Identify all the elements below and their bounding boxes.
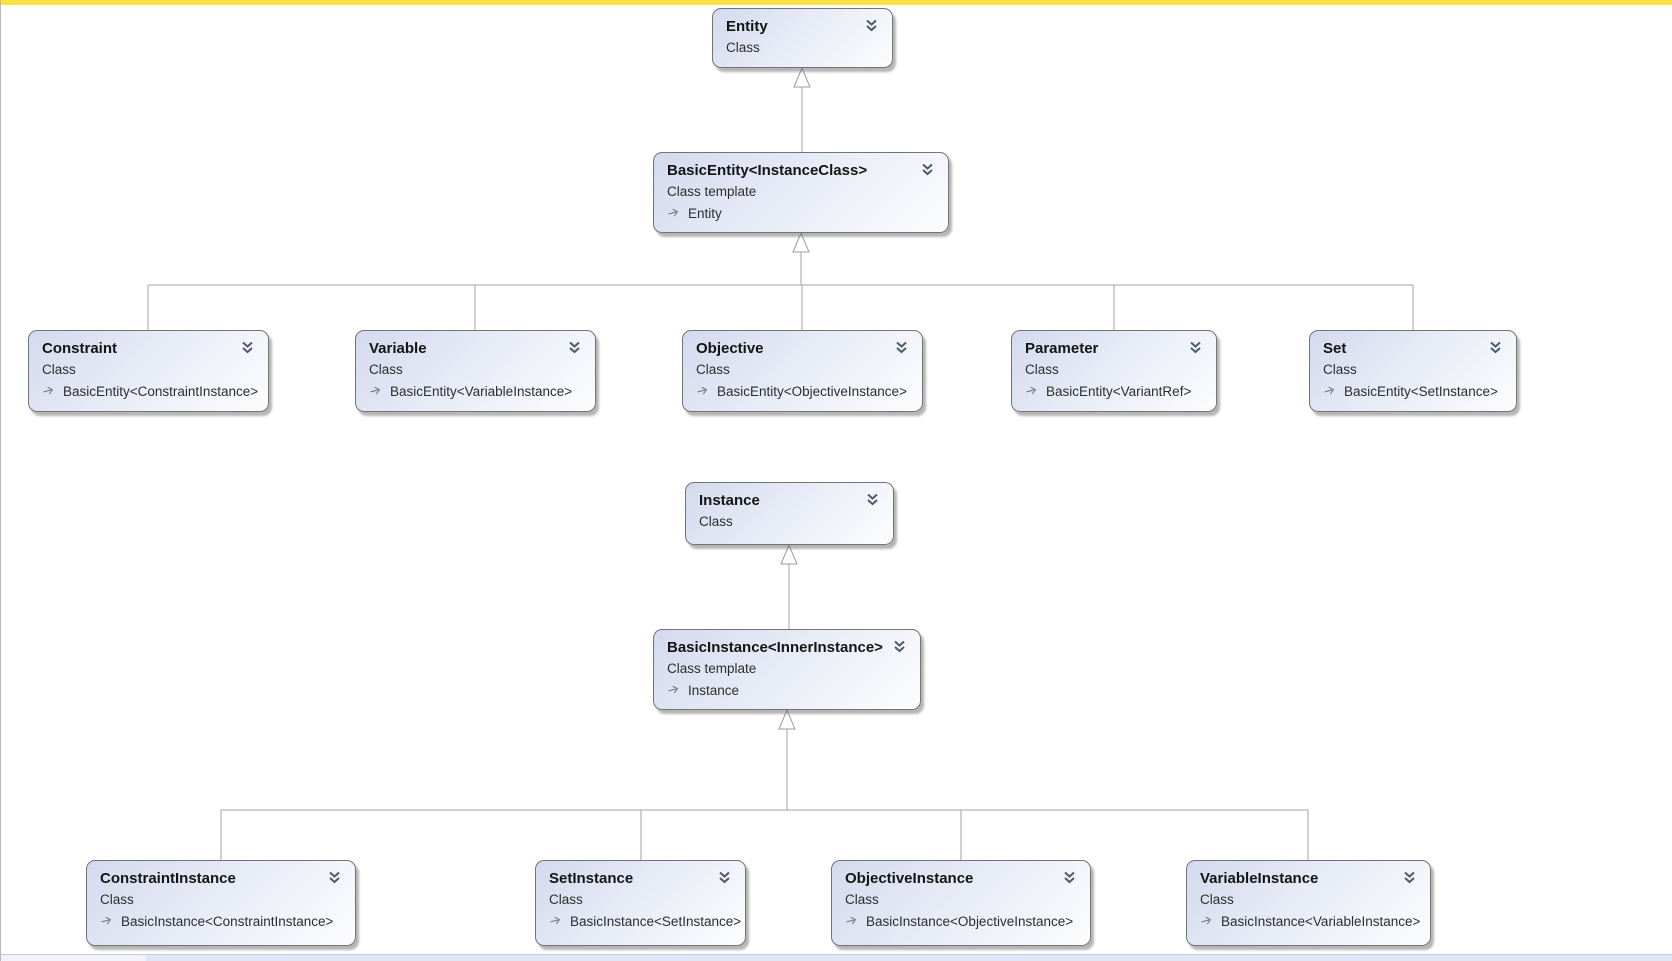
- inheritance-arrow-icon: [100, 913, 114, 931]
- base-class-row: Instance: [667, 681, 908, 700]
- collapse-chevron-icon[interactable]: [1488, 341, 1503, 359]
- class-node-basicinstance-template[interactable]: BasicInstance<InnerInstance> Class templ…: [653, 629, 921, 710]
- class-kind: Class: [369, 362, 403, 377]
- base-class-row: BasicInstance<SetInstance>: [549, 912, 741, 931]
- class-name: Parameter: [1025, 340, 1099, 357]
- collapse-chevron-icon[interactable]: [920, 163, 935, 181]
- class-kind: Class: [42, 362, 76, 377]
- class-name: SetInstance: [549, 870, 634, 887]
- base-class-row: BasicEntity<ConstraintInstance>: [42, 382, 259, 401]
- class-name: Instance: [699, 492, 760, 509]
- class-kind: Class: [1200, 892, 1234, 907]
- base-class-name: BasicEntity<VariableInstance>: [390, 383, 573, 399]
- class-kind: Class template: [667, 184, 757, 199]
- inheritance-arrow-icon: [549, 913, 563, 931]
- collapse-chevron-icon[interactable]: [240, 341, 255, 359]
- class-name: Set: [1323, 340, 1347, 357]
- base-class-row: BasicEntity<VariableInstance>: [369, 382, 583, 401]
- class-kind: Class template: [667, 661, 757, 676]
- base-class-name: BasicEntity<SetInstance>: [1344, 383, 1498, 399]
- class-node-entity[interactable]: Entity Class: [712, 8, 893, 68]
- class-node-variableinstance[interactable]: VariableInstance Class BasicInstance<Var…: [1186, 860, 1431, 946]
- class-name: BasicEntity<InstanceClass>: [667, 162, 868, 179]
- base-class-name: BasicInstance<ConstraintInstance>: [121, 913, 334, 929]
- class-kind: Class: [1323, 362, 1357, 377]
- collapse-chevron-icon[interactable]: [717, 871, 732, 889]
- collapse-chevron-icon[interactable]: [864, 19, 879, 37]
- collapse-chevron-icon[interactable]: [327, 871, 342, 889]
- class-name: BasicInstance<InnerInstance>: [667, 639, 883, 656]
- inheritance-arrow-icon: [1200, 913, 1214, 931]
- horizontal-scrollbar[interactable]: [1, 954, 1672, 961]
- class-kind: Class: [1025, 362, 1059, 377]
- class-node-parameter[interactable]: Parameter Class BasicEntity<VariantRef>: [1011, 330, 1217, 412]
- collapse-chevron-icon[interactable]: [1062, 871, 1077, 889]
- class-node-objective[interactable]: Objective Class BasicEntity<ObjectiveIns…: [682, 330, 923, 412]
- collapse-chevron-icon[interactable]: [894, 341, 909, 359]
- class-name: Objective: [696, 340, 764, 357]
- inheritance-arrow-icon: [42, 383, 56, 401]
- base-class-row: BasicEntity<ObjectiveInstance>: [696, 382, 910, 401]
- class-node-set[interactable]: Set Class BasicEntity<SetInstance>: [1309, 330, 1517, 412]
- class-name: ConstraintInstance: [100, 870, 236, 887]
- base-class-row: BasicInstance<VariableInstance>: [1200, 912, 1421, 931]
- base-class-name: Entity: [688, 205, 722, 221]
- inheritance-arrow-icon: [845, 913, 859, 931]
- collapse-chevron-icon[interactable]: [892, 640, 907, 658]
- class-name: VariableInstance: [1200, 870, 1319, 887]
- inheritance-arrow-icon: [1025, 383, 1039, 401]
- base-class-name: BasicEntity<ConstraintInstance>: [63, 383, 259, 399]
- class-name: ObjectiveInstance: [845, 870, 974, 887]
- collapse-chevron-icon[interactable]: [1188, 341, 1203, 359]
- class-node-instance[interactable]: Instance Class: [685, 482, 894, 545]
- class-node-constraintinstance[interactable]: ConstraintInstance Class BasicInstance<C…: [86, 860, 356, 946]
- base-class-row: Entity: [667, 204, 936, 223]
- inheritance-arrow-icon: [369, 383, 383, 401]
- class-node-basicentity-template[interactable]: BasicEntity<InstanceClass> Class templat…: [653, 152, 949, 233]
- class-kind: Class: [696, 362, 730, 377]
- collapse-chevron-icon[interactable]: [567, 341, 582, 359]
- inheritance-arrow-icon: [667, 682, 681, 700]
- class-kind: Class: [845, 892, 879, 907]
- base-class-name: BasicEntity<ObjectiveInstance>: [717, 383, 907, 399]
- collapse-chevron-icon[interactable]: [1402, 871, 1417, 889]
- class-name: Entity: [726, 18, 768, 35]
- class-kind: Class: [100, 892, 134, 907]
- base-class-name: BasicInstance<SetInstance>: [570, 913, 742, 929]
- class-kind: Class: [726, 40, 760, 55]
- inheritance-arrow-icon: [696, 383, 710, 401]
- class-name: Constraint: [42, 340, 117, 357]
- base-class-name: Instance: [688, 682, 740, 698]
- class-kind: Class: [699, 514, 733, 529]
- class-node-objectiveinstance[interactable]: ObjectiveInstance Class BasicInstance<Ob…: [831, 860, 1091, 946]
- class-name: Variable: [369, 340, 427, 357]
- base-class-name: BasicInstance<VariableInstance>: [1221, 913, 1421, 929]
- base-class-row: BasicEntity<VariantRef>: [1025, 382, 1204, 401]
- top-accent-bar: [1, 0, 1672, 5]
- base-class-row: BasicInstance<ConstraintInstance>: [100, 912, 343, 931]
- scrollbar-thumb[interactable]: [1, 955, 146, 961]
- inheritance-arrow-icon: [667, 205, 681, 223]
- collapse-chevron-icon[interactable]: [865, 493, 880, 511]
- class-node-constraint[interactable]: Constraint Class BasicEntity<ConstraintI…: [28, 330, 269, 412]
- base-class-name: BasicEntity<VariantRef>: [1046, 383, 1192, 399]
- class-node-variable[interactable]: Variable Class BasicEntity<VariableInsta…: [355, 330, 596, 412]
- base-class-name: BasicInstance<ObjectiveInstance>: [866, 913, 1074, 929]
- base-class-row: BasicEntity<SetInstance>: [1323, 382, 1504, 401]
- base-class-row: BasicInstance<ObjectiveInstance>: [845, 912, 1078, 931]
- inheritance-arrow-icon: [1323, 383, 1337, 401]
- class-kind: Class: [549, 892, 583, 907]
- class-node-setinstance[interactable]: SetInstance Class BasicInstance<SetInsta…: [535, 860, 746, 946]
